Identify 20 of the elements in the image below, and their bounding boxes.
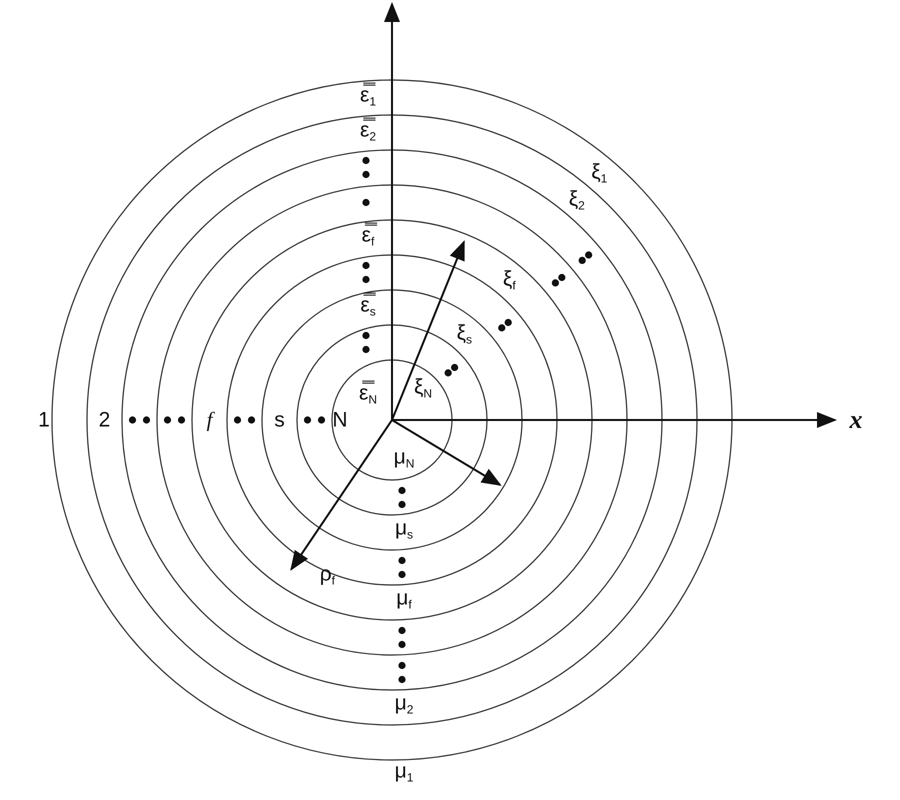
- layer-number: 1: [38, 410, 50, 430]
- symbol-label: ε̿$_{N}$: [358, 382, 378, 406]
- symbol-label: ξ$_{N}$: [414, 376, 432, 400]
- symbol-label: ξ$_{1}$: [591, 161, 608, 184]
- symbol-label: ξ$_{f}$: [502, 268, 516, 292]
- symbol-label: ε̿$_{2}$: [360, 119, 376, 142]
- symbol-label: ξ$_{2}$: [568, 188, 585, 212]
- symbol-label: ε̿$_{1}$: [360, 84, 376, 107]
- symbol-label: μ$_{s}$: [394, 517, 414, 540]
- layer-number: f: [206, 410, 212, 430]
- symbol-label: μ$_{2}$: [394, 692, 414, 715]
- layer-number: s: [274, 410, 285, 430]
- layer-number: 2: [98, 410, 110, 430]
- symbol-label: μ$_{N}$: [394, 446, 414, 470]
- symbol-label: ξ$_{s}$: [456, 322, 472, 346]
- symbol-label: μ$_{f}$: [396, 587, 412, 610]
- axis-label: x: [850, 407, 862, 433]
- symbol-label: μ$_{1}$: [394, 760, 414, 784]
- symbol-label: ε̿$_{s}$: [360, 294, 376, 317]
- layer-number: N: [332, 410, 348, 430]
